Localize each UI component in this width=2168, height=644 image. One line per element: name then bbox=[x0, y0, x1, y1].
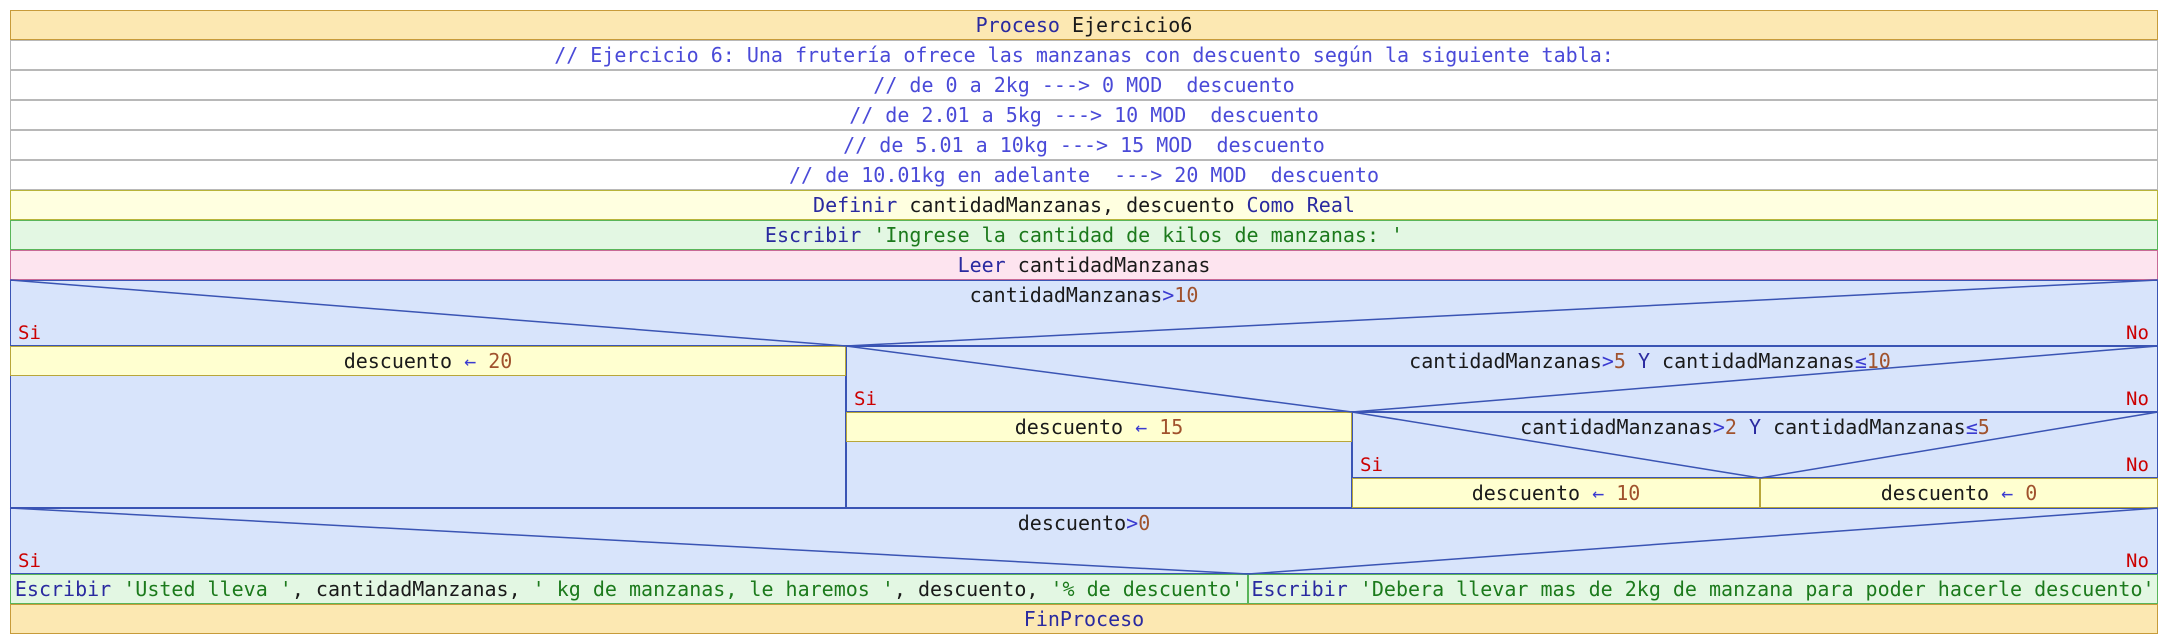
cond4-op: > bbox=[1126, 511, 1139, 535]
assign-arrow-icon: ← bbox=[1135, 415, 1148, 439]
escribir2-c4: , bbox=[1026, 577, 1051, 601]
escribir3-string: 'Debera llevar mas de 2kg de manzana par… bbox=[1359, 577, 2155, 601]
definir-statement[interactable]: Definir cantidadManzanas, descuento Como… bbox=[10, 190, 2158, 220]
comment-line-4[interactable]: // de 5.01 a 10kg ---> 15 MOD descuento bbox=[10, 130, 2158, 160]
assign-descuento-20[interactable]: descuento ← 20 bbox=[10, 346, 846, 376]
cond1-op: > bbox=[1162, 283, 1175, 307]
leer-var: cantidadManzanas bbox=[1017, 253, 1211, 277]
cond3-op2: ≤ bbox=[1965, 415, 1978, 439]
comment-line-1[interactable]: // Ejercicio 6: Una frutería ofrece las … bbox=[10, 40, 2158, 70]
condition-1-expression: cantidadManzanas>10 bbox=[10, 280, 2158, 310]
proceso-header[interactable]: Proceso Ejercicio6 bbox=[10, 10, 2158, 40]
escribir2-s1: 'Usted lleva ' bbox=[123, 577, 292, 601]
cond2-r2: 10 bbox=[1866, 349, 1891, 373]
cond3-l2: cantidadManzanas bbox=[1773, 415, 1966, 439]
condition-3-expression: cantidadManzanas>2 Y cantidadManzanas≤5 bbox=[1360, 412, 2150, 442]
type-keyword: Real bbox=[1306, 193, 1355, 217]
leer-keyword: Leer bbox=[957, 253, 1006, 277]
definir-keyword: Definir bbox=[813, 193, 898, 217]
cond3-yes-label: Si bbox=[1360, 454, 1383, 476]
prompt-string: 'Ingrese la cantidad de kilos de manzana… bbox=[873, 223, 1404, 247]
asg20-val: 20 bbox=[488, 349, 513, 373]
escribir3-keyword: Escribir bbox=[1251, 577, 1348, 601]
escribir2-s3: '% de descuento' bbox=[1050, 577, 1244, 601]
escribir2-c1: , bbox=[291, 577, 316, 601]
cond3-and: Y bbox=[1748, 415, 1762, 439]
escribir2-keyword: Escribir bbox=[14, 577, 112, 601]
assign-descuento-0[interactable]: descuento ← 0 bbox=[1760, 478, 2158, 508]
asg20-var: descuento bbox=[343, 349, 453, 373]
leer-statement[interactable]: Leer cantidadManzanas bbox=[10, 250, 2158, 280]
cond2-yes-label: Si bbox=[854, 388, 877, 410]
escribir2-v1: cantidadManzanas bbox=[315, 577, 509, 601]
asg0-val: 0 bbox=[2025, 481, 2038, 505]
asg10-val: 10 bbox=[1616, 481, 1641, 505]
escribir-discount-statement[interactable]: Escribir 'Usted lleva ', cantidadManzana… bbox=[10, 574, 1248, 604]
cond2-op2: ≤ bbox=[1854, 349, 1867, 373]
cond2-r1: 5 bbox=[1613, 349, 1626, 373]
cond3-r1: 2 bbox=[1724, 415, 1737, 439]
cond4-left: descuento bbox=[1017, 511, 1127, 535]
proceso-keyword: Proceso bbox=[975, 13, 1060, 37]
como-keyword: Como bbox=[1246, 193, 1295, 217]
cond1-no-label: No bbox=[2126, 322, 2149, 344]
escribir-prompt-statement[interactable]: Escribir 'Ingrese la cantidad de kilos d… bbox=[10, 220, 2158, 250]
comment-line-3[interactable]: // de 2.01 a 5kg ---> 10 MOD descuento bbox=[10, 100, 2158, 130]
cond1-left: cantidadManzanas bbox=[969, 283, 1163, 307]
finproceso-footer[interactable]: FinProceso bbox=[10, 604, 2158, 634]
escribir-keyword: Escribir bbox=[764, 223, 862, 247]
comment-line-2[interactable]: // de 0 a 2kg ---> 0 MOD descuento bbox=[10, 70, 2158, 100]
assign-arrow-icon: ← bbox=[2001, 481, 2014, 505]
cond3-op1: > bbox=[1712, 415, 1725, 439]
finproceso-keyword: FinProceso bbox=[1023, 607, 1145, 631]
escribir2-c2: , bbox=[508, 577, 533, 601]
cond1-yes-label: Si bbox=[18, 322, 41, 344]
escribir2-c3: , bbox=[893, 577, 918, 601]
asg15-val: 15 bbox=[1159, 415, 1184, 439]
assign-descuento-10[interactable]: descuento ← 10 bbox=[1352, 478, 1760, 508]
escribir-no-discount-statement[interactable]: Escribir 'Debera llevar mas de 2kg de ma… bbox=[1248, 574, 2158, 604]
cond2-and: Y bbox=[1637, 349, 1650, 373]
assign-arrow-icon: ← bbox=[1592, 481, 1605, 505]
cond4-right: 0 bbox=[1138, 511, 1151, 535]
cond1-right: 10 bbox=[1174, 283, 1199, 307]
cond2-l1: cantidadManzanas bbox=[1409, 349, 1602, 373]
condition-4-expression: descuento>0 bbox=[10, 508, 2158, 538]
asg15-var: descuento bbox=[1014, 415, 1124, 439]
cond3-no-label: No bbox=[2126, 454, 2149, 476]
cond4-yes-label: Si bbox=[18, 550, 41, 572]
asg10-var: descuento bbox=[1471, 481, 1581, 505]
cond2-l2: cantidadManzanas bbox=[1662, 349, 1855, 373]
asg0-var: descuento bbox=[1880, 481, 1990, 505]
comment-line-5[interactable]: // de 10.01kg en adelante ---> 20 MOD de… bbox=[10, 160, 2158, 190]
escribir2-s2: ' kg de manzanas, le haremos ' bbox=[532, 577, 894, 601]
cond2-op1: > bbox=[1601, 349, 1614, 373]
proceso-name: Ejercicio6 bbox=[1071, 13, 1193, 37]
cond2-no-label: No bbox=[2126, 388, 2149, 410]
definir-vars: cantidadManzanas, descuento bbox=[909, 193, 1235, 217]
cond3-l1: cantidadManzanas bbox=[1520, 415, 1713, 439]
assign-descuento-15[interactable]: descuento ← 15 bbox=[846, 412, 1352, 442]
assign-arrow-icon: ← bbox=[464, 349, 477, 373]
condition-2-expression: cantidadManzanas>5 Y cantidadManzanas≤10 bbox=[1150, 346, 2150, 376]
cond3-r2: 5 bbox=[1977, 415, 1990, 439]
escribir2-v2: descuento bbox=[918, 577, 1027, 601]
cond4-no-label: No bbox=[2126, 550, 2149, 572]
